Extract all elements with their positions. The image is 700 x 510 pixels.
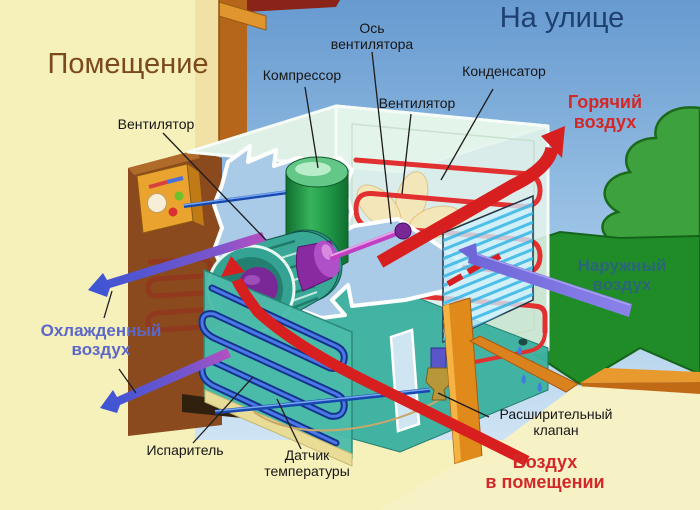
window-sill (380, 386, 700, 510)
compressor-pipe (183, 189, 297, 208)
label-hot-air: Горячий воздух (567, 92, 643, 133)
blower-motor (295, 240, 341, 292)
window-top-frame (226, 0, 340, 13)
label-fan-axis: Ось вентилятора (330, 20, 414, 52)
label-evaporator: Испаритель (146, 442, 224, 458)
expansion-valve (425, 347, 453, 401)
panel-red-light (168, 207, 178, 217)
label-outdoor-air: Наружный воздух (577, 256, 667, 295)
label-room-air: Воздух в помещении (485, 452, 605, 493)
window-pillar (195, 0, 267, 153)
label-expansion-valve: Расширительный клапан (499, 406, 613, 438)
wall-coil-shadow (145, 256, 213, 333)
outside-title: На улице (499, 2, 625, 34)
label-fan-outdoor: Вентилятор (378, 95, 456, 111)
label-compressor: Компрессор (262, 67, 342, 83)
control-panel (136, 163, 204, 234)
cooled-air-arrow-lower (100, 348, 231, 413)
label-temp-sensor: Датчик температуры (264, 447, 350, 479)
room-title: Помещение (47, 48, 209, 80)
outdoor-air-arrow (458, 243, 632, 317)
cooled-air-arrow-upper (88, 232, 266, 297)
label-cooled-air: Охлажденный воздух (40, 321, 162, 360)
label-fan-indoor: Вентилятор (117, 116, 195, 132)
fan-shaft (328, 229, 401, 261)
room-air-arrow (221, 256, 530, 466)
drain-outlet (518, 338, 528, 346)
panel-dial (147, 193, 167, 213)
fan-hub (394, 222, 412, 240)
leader-lines (103, 51, 494, 450)
label-condenser: Конденсатор (462, 63, 546, 79)
panel-green-light (174, 191, 184, 201)
hot-air-arrow (376, 126, 565, 268)
